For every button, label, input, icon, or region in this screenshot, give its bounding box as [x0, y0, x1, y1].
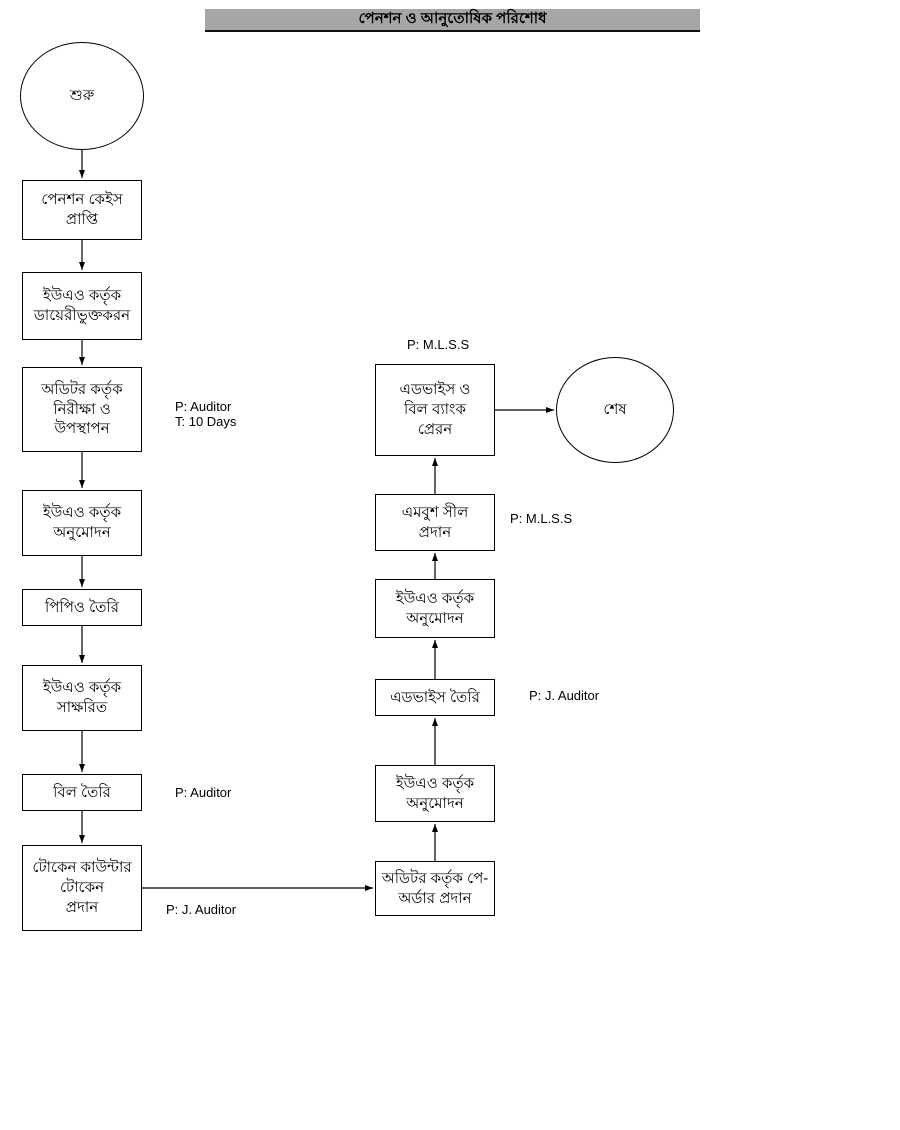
node-label: বিল তৈরি [53, 783, 111, 801]
node-label: ইউএও কর্তৃক অনুমোদন [42, 504, 122, 541]
node-uao-approval-2: ইউএও কর্তৃক অনুমোদন [375, 765, 495, 822]
annotation-j-auditor-advice: P: J. Auditor [529, 688, 600, 703]
diagram-title-bar: পেনশন ও আনুতোষিক পরিশোধ [205, 9, 700, 32]
node-start: শুরু [20, 42, 144, 150]
node-embossed-seal: এমবুশ সীল প্রদান [375, 494, 495, 551]
annotation-auditor-10days: P: Auditor T: 10 Days [175, 399, 237, 430]
node-label: অডিটর কর্তৃক নিরীক্ষা ও উপস্থাপন [41, 380, 123, 438]
node-advice-bill-bank-send: এডভাইস ও বিল ব্যাংক প্রেরন [375, 364, 495, 456]
node-ppo-creation: পিপিও তৈরি [22, 589, 142, 626]
node-end: শেষ [556, 357, 674, 463]
node-token-counter-token-issue: টোকেন কাউন্টার টোকেন প্রদান [22, 845, 142, 931]
node-auditor-audit-presentation: অডিটর কর্তৃক নিরীক্ষা ও উপস্থাপন [22, 367, 142, 452]
node-label: পেনশন কেইস প্রাপ্তি [41, 191, 123, 228]
node-start-label: শুরু [69, 87, 95, 105]
node-end-label: শেষ [603, 401, 627, 419]
node-label: ইউএও কর্তৃক অনুমোদন [395, 589, 475, 627]
node-uao-signed: ইউএও কর্তৃক সাক্ষরিত [22, 665, 142, 731]
node-label: ইউএও কর্তৃক ডায়েরীভুক্তকরন [33, 287, 131, 324]
node-label: পিপিও তৈরি [44, 598, 120, 616]
node-uao-diary-entry: ইউএও কর্তৃক ডায়েরীভুক্তকরন [22, 272, 142, 340]
node-label: অডিটর কর্তৃক পে- অর্ডার প্রদান [381, 869, 489, 907]
node-pension-case-receipt: পেনশন কেইস প্রাপ্তি [22, 180, 142, 240]
node-uao-approval-1: ইউএও কর্তৃক অনুমোদন [22, 490, 142, 556]
node-label: এমবুশ সীল প্রদান [401, 503, 469, 541]
node-label: ইউএও কর্তৃক অনুমোদন [395, 774, 475, 812]
annotation-mlss-seal: P: M.L.S.S [510, 511, 573, 526]
diagram-title: পেনশন ও আনুতোষিক পরিশোধ [358, 10, 547, 27]
annotation-mlss-top: P: M.L.S.S [407, 337, 470, 352]
node-advice-creation: এডভাইস তৈরি [375, 679, 495, 716]
node-label: টোকেন কাউন্টার টোকেন প্রদান [32, 859, 132, 916]
annotation-auditor-bill: P: Auditor [175, 785, 232, 800]
node-label: এডভাইস ও বিল ব্যাংক প্রেরন [399, 381, 471, 438]
node-label: ইউএও কর্তৃক সাক্ষরিত [42, 679, 122, 716]
annotation-j-auditor-token: P: J. Auditor [166, 902, 237, 917]
node-label: এডভাইস তৈরি [390, 688, 480, 706]
node-uao-approval-3: ইউএও কর্তৃক অনুমোদন [375, 579, 495, 638]
node-bill-creation: বিল তৈরি [22, 774, 142, 811]
node-auditor-pay-order: অডিটর কর্তৃক পে- অর্ডার প্রদান [375, 861, 495, 916]
